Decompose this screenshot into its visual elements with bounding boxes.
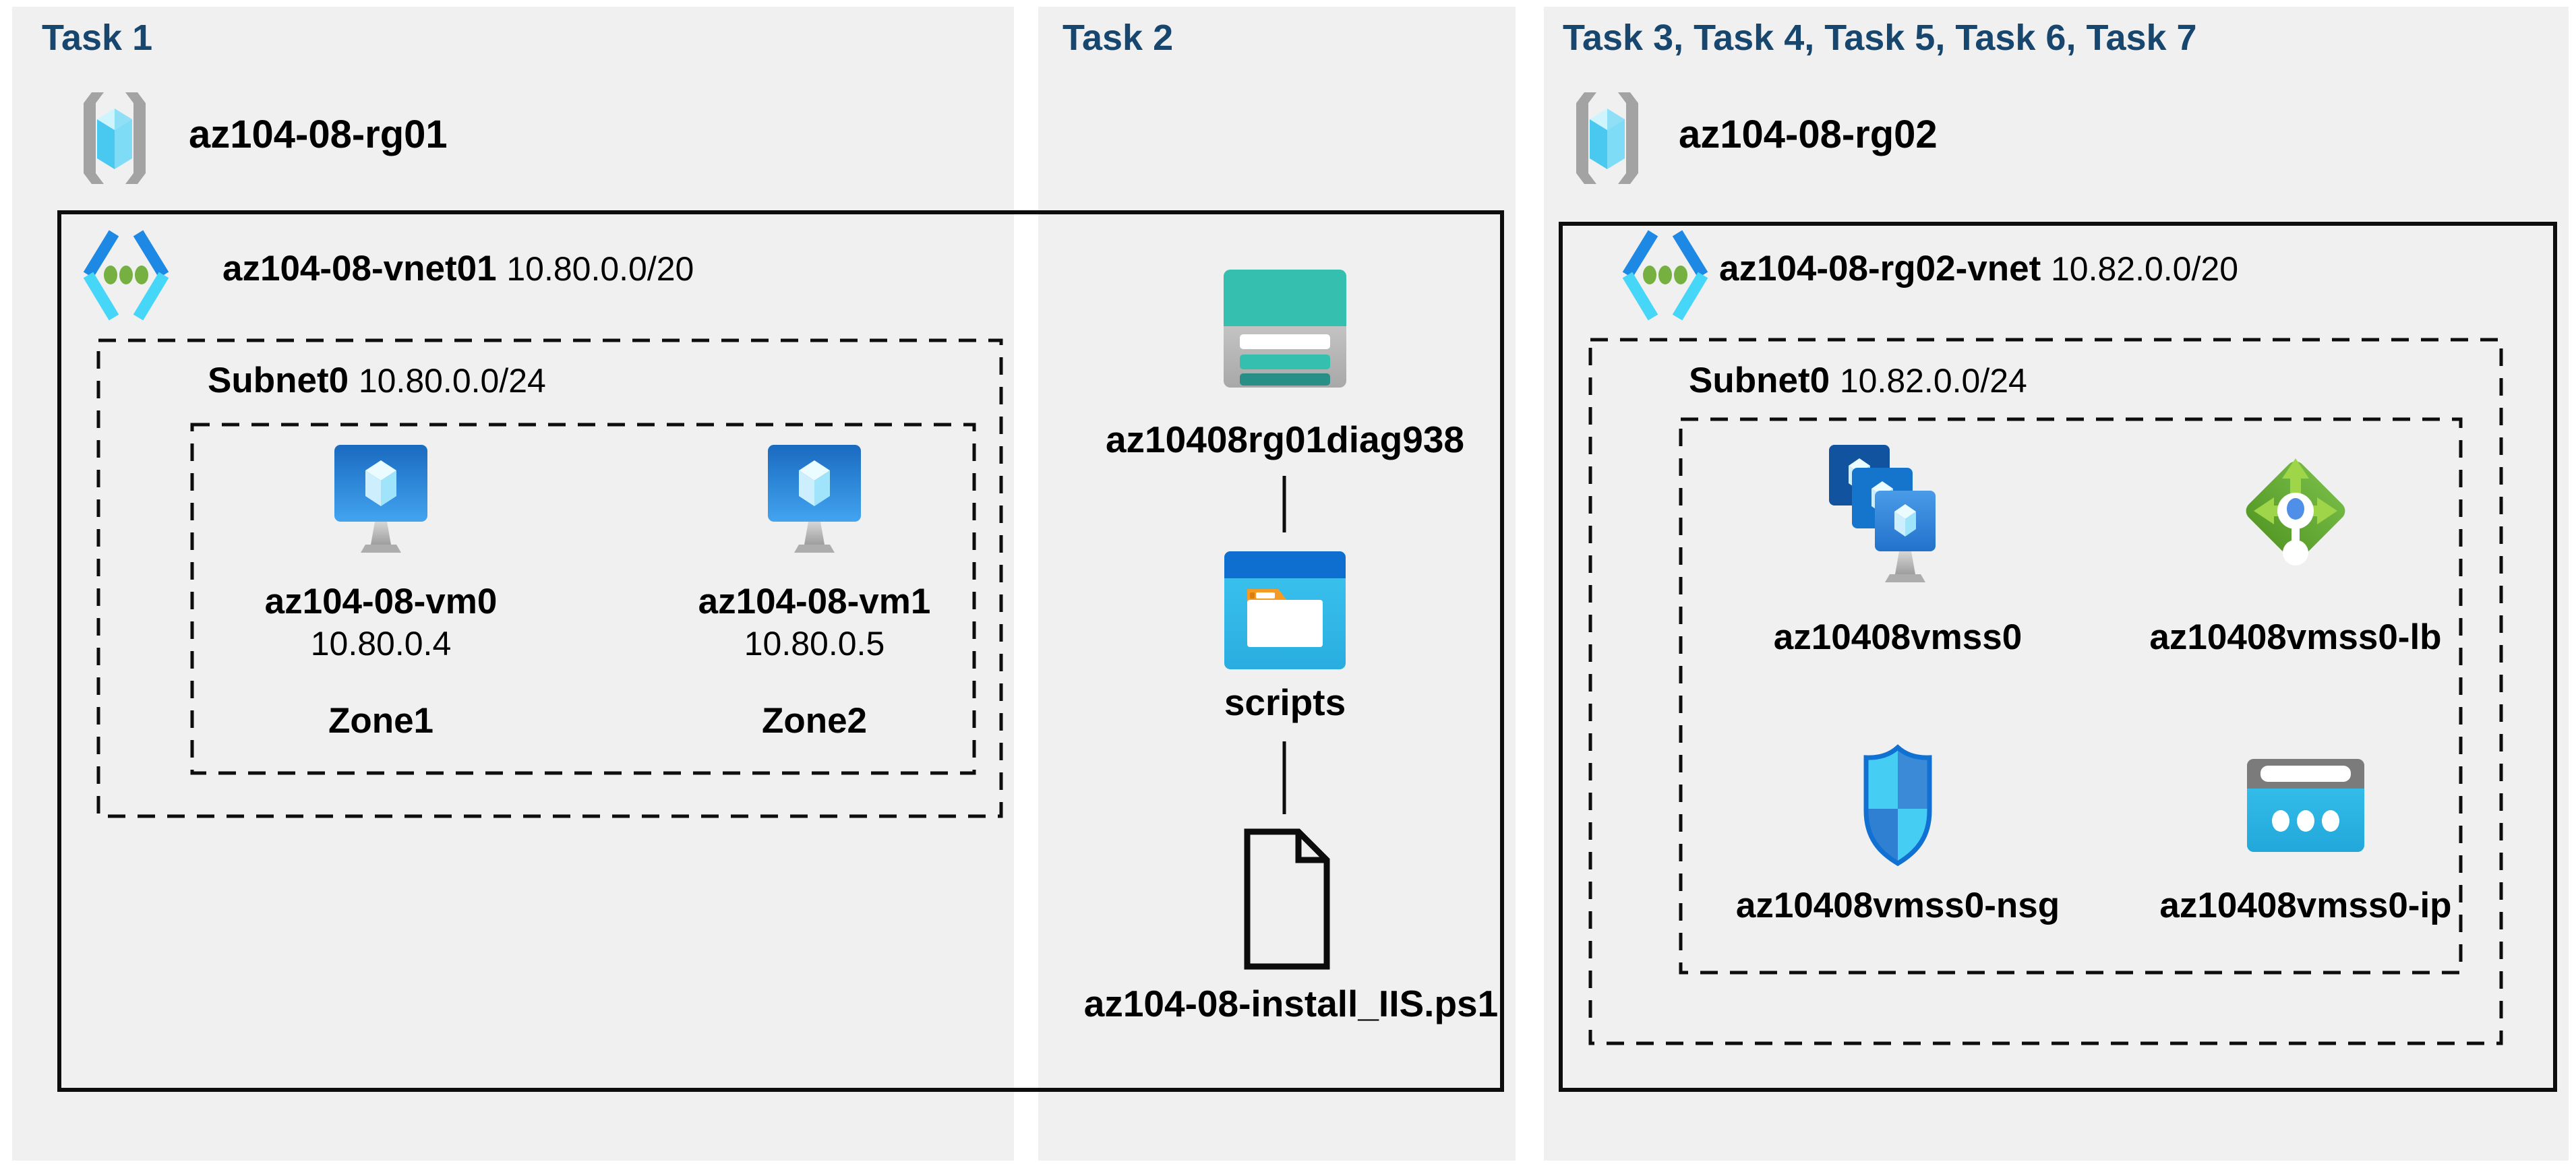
vnet2-name: az104-08-rg02-vnet <box>1719 249 2041 288</box>
vm0-zone-label: Zone1 <box>328 701 434 741</box>
subnet1-box <box>96 338 1003 818</box>
vm1-ip-label: 10.80.0.5 <box>744 625 885 663</box>
public-ip-label: az10408vmss0-ip <box>2159 886 2452 925</box>
vm1-zone-label: Zone2 <box>761 701 868 741</box>
storage-account-label: az10408rg01diag938 <box>1105 419 1465 460</box>
vmss-icon <box>1824 439 1945 594</box>
vm0-name-label: az104-08-vm0 <box>264 582 498 621</box>
subnet2-cidr: 10.82.0.0/24 <box>1839 362 2027 400</box>
subnet1-name: Subnet0 <box>208 361 349 400</box>
vmss-group-box <box>1679 417 2463 975</box>
task3-panel <box>1544 7 2569 1161</box>
nsg-icon <box>1855 743 1940 869</box>
task1-panel <box>12 7 1014 1161</box>
nsg-label: az10408vmss0-nsg <box>1735 886 2060 925</box>
vm-group-box <box>190 423 976 775</box>
scripts-container-label: scripts <box>1224 681 1346 723</box>
task2-title: Task 2 <box>1062 18 1174 58</box>
vnet1-cidr: 10.80.0.0/20 <box>506 250 694 288</box>
vnet1-label: az104-08-vnet01 10.80.0.0/20 <box>222 247 694 290</box>
vm0-ip-label: 10.80.0.4 <box>310 625 452 663</box>
vnet1-box <box>57 210 1504 1092</box>
vm1-name-label: az104-08-vm1 <box>698 582 931 621</box>
task3-title: Task 3, Task 4, Task 5, Task 6, Task 7 <box>1563 18 2197 58</box>
vnet2-cidr: 10.82.0.0/20 <box>2050 250 2238 288</box>
vnet2-label: az104-08-rg02-vnet 10.82.0.0/20 <box>1719 247 2238 290</box>
vnet1-name: az104-08-vnet01 <box>222 249 497 288</box>
task1-title: Task 1 <box>42 18 153 58</box>
public-ip-icon <box>2247 759 2364 852</box>
load-balancer-label: az10408vmss0-lb <box>2149 617 2442 657</box>
vmss-label: az10408vmss0 <box>1773 617 2023 657</box>
storage-account-icon <box>1224 270 1346 388</box>
script-file-icon <box>1242 828 1332 971</box>
subnet2-label: Subnet0 10.82.0.0/24 <box>1689 359 2027 402</box>
vm1-icon <box>765 443 864 559</box>
scripts-container-icon <box>1224 551 1346 669</box>
resource-group-icon <box>81 91 148 185</box>
load-balancer-icon <box>2231 445 2360 577</box>
vnet2-icon <box>1618 229 1712 321</box>
rg1-label: az104-08-rg01 <box>189 113 448 156</box>
subnet1-label: Subnet0 10.80.0.0/24 <box>208 359 546 402</box>
vnet2-box <box>1559 222 2557 1092</box>
rg2-label: az104-08-rg02 <box>1679 113 1938 156</box>
subnet2-name: Subnet0 <box>1689 361 1830 400</box>
script-file-label: az104-08-install_IIS.ps1 <box>1083 983 1499 1024</box>
vnet1-icon <box>79 229 173 321</box>
subnet1-cidr: 10.80.0.0/24 <box>358 362 546 400</box>
vm0-icon <box>332 443 430 559</box>
resource-group2-icon <box>1574 91 1641 185</box>
subnet2-box <box>1588 338 2503 1045</box>
